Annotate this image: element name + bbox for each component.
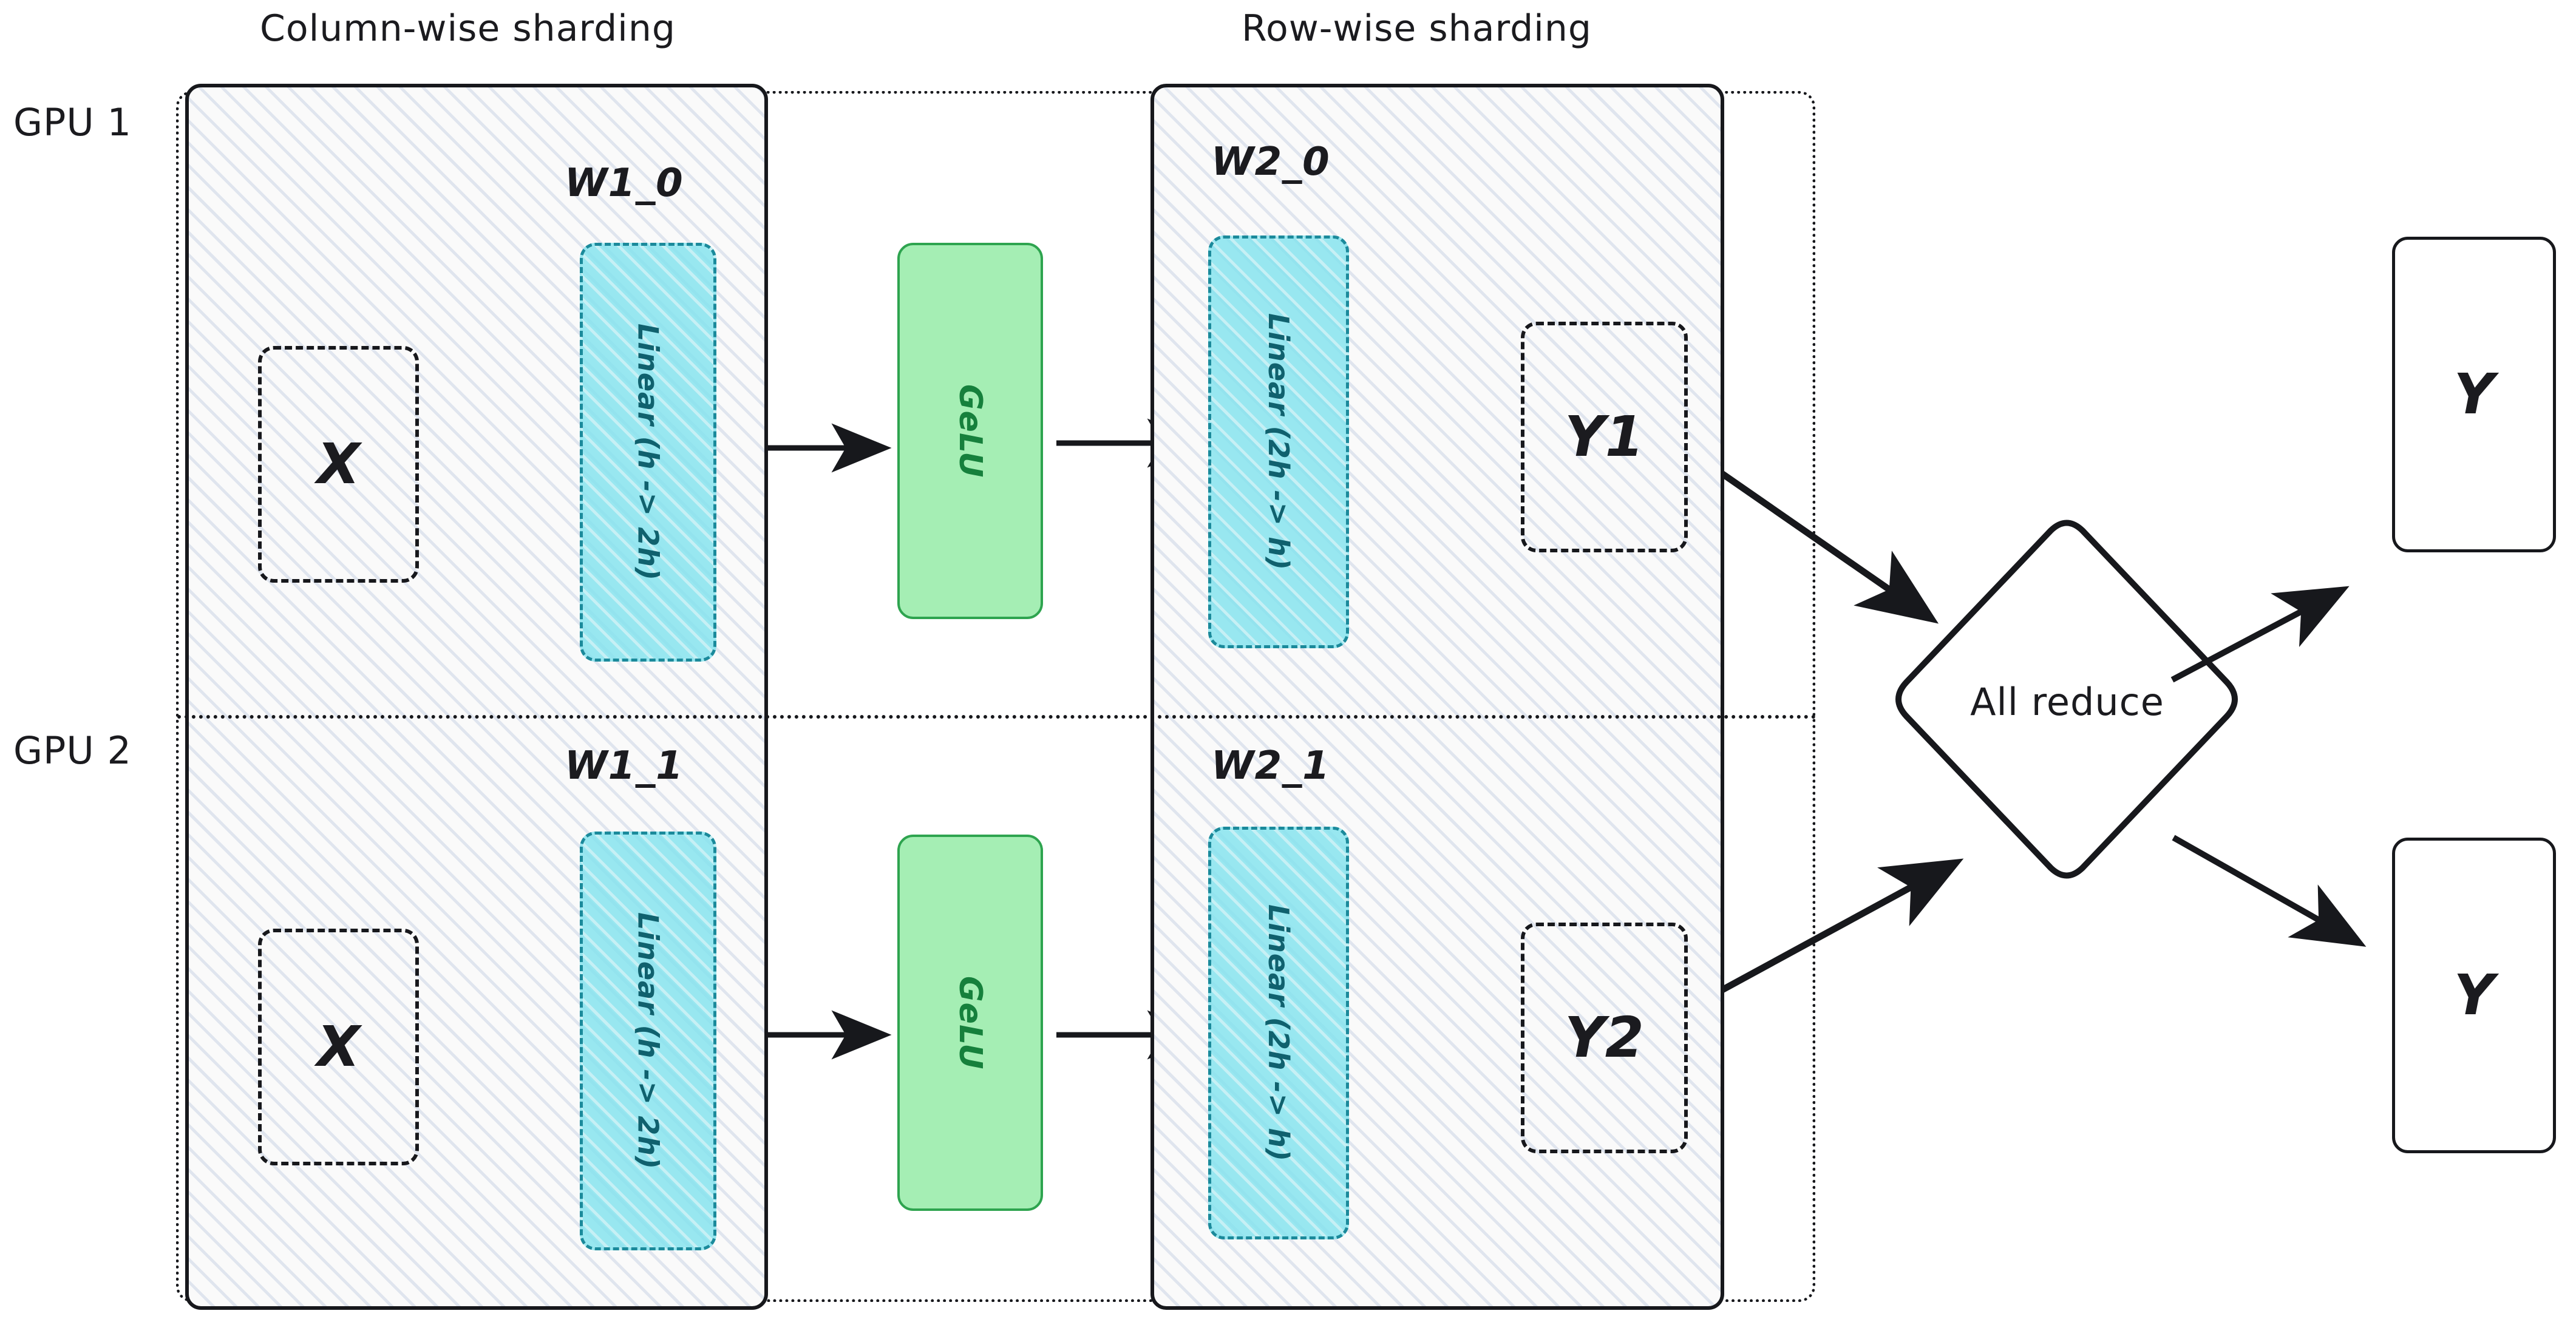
linear1-node-gpu2[interactable]: Linear (h -> 2h) bbox=[580, 832, 716, 1250]
arrow-allreduce-to-output-bottom bbox=[2172, 835, 2367, 947]
allreduce-label: All reduce bbox=[1970, 680, 2164, 724]
gelu-node-gpu1[interactable]: GeLU bbox=[897, 243, 1043, 619]
weight-label-w2-0: W2_0 bbox=[1211, 140, 1330, 185]
partial-output-node-gpu1[interactable]: Y1 bbox=[1521, 322, 1688, 552]
linear1-node-gpu1-label: Linear (h -> 2h) bbox=[631, 324, 665, 581]
linear2-node-gpu2-label: Linear (2h -> h) bbox=[1262, 904, 1295, 1162]
column-wise-sharding-title: Column-wise sharding bbox=[260, 7, 676, 50]
weight-label-w1-1: W1_1 bbox=[565, 744, 684, 788]
gpu-label-2: GPU 2 bbox=[13, 728, 132, 773]
allreduce-diamond bbox=[1895, 520, 2238, 879]
gelu-node-gpu2[interactable]: GeLU bbox=[897, 835, 1043, 1211]
output-node-top[interactable]: Y bbox=[2392, 237, 2556, 552]
output-node-top-label: Y bbox=[2453, 362, 2495, 427]
input-node-gpu1-label: X bbox=[317, 432, 360, 496]
linear2-node-gpu2[interactable]: Linear (2h -> h) bbox=[1208, 827, 1349, 1239]
input-node-gpu2-label: X bbox=[317, 1014, 360, 1079]
partial-output-node-gpu2[interactable]: Y2 bbox=[1521, 923, 1688, 1153]
gpu-label-1: GPU 1 bbox=[13, 100, 132, 144]
linear2-node-gpu1[interactable]: Linear (2h -> h) bbox=[1208, 236, 1349, 648]
linear1-node-gpu2-label: Linear (h -> 2h) bbox=[631, 912, 665, 1170]
linear1-node-gpu1[interactable]: Linear (h -> 2h) bbox=[580, 243, 716, 662]
partial-output-node-gpu1-label: Y1 bbox=[1565, 404, 1644, 469]
row-wise-sharding-title: Row-wise sharding bbox=[1242, 7, 1592, 50]
output-node-bottom-label: Y bbox=[2453, 963, 2495, 1028]
arrow-y2-to-allreduce bbox=[1710, 858, 1964, 998]
linear2-node-gpu1-label: Linear (2h -> h) bbox=[1262, 313, 1295, 571]
gpu-group-container bbox=[176, 91, 1815, 1302]
input-node-gpu1[interactable]: X bbox=[258, 346, 419, 583]
input-node-gpu2[interactable]: X bbox=[258, 929, 419, 1165]
gpu-divider-line bbox=[177, 715, 1816, 719]
arrow-allreduce-to-output-top bbox=[2170, 586, 2350, 683]
output-node-bottom[interactable]: Y bbox=[2392, 838, 2556, 1153]
weight-label-w2-1: W2_1 bbox=[1211, 744, 1330, 788]
gelu-node-gpu2-label: GeLU bbox=[952, 975, 988, 1070]
gelu-node-gpu1-label: GeLU bbox=[952, 384, 988, 478]
partial-output-node-gpu2-label: Y2 bbox=[1565, 1005, 1644, 1070]
weight-label-w1-0: W1_0 bbox=[565, 161, 684, 206]
